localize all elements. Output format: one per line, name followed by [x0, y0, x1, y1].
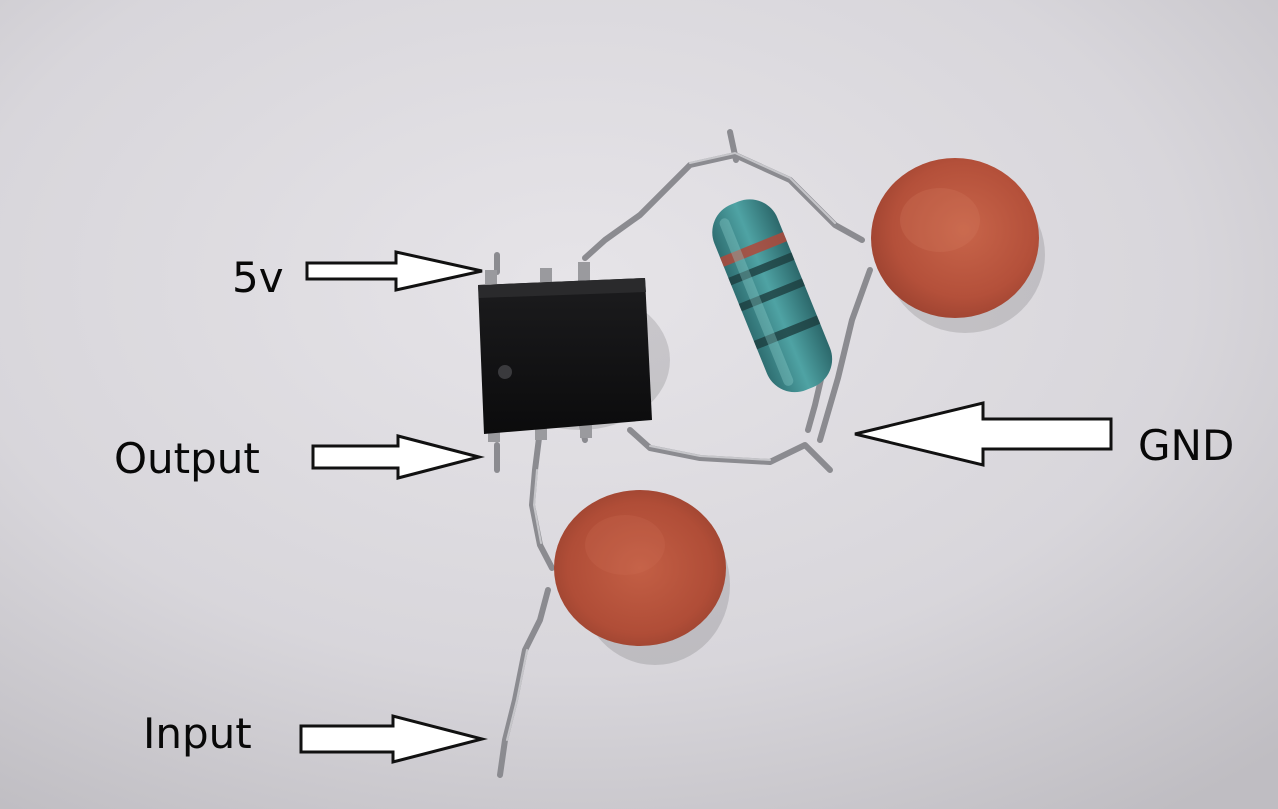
arrow-icon — [299, 250, 1113, 764]
label-5v: 5v — [232, 253, 284, 302]
lead-highlights — [506, 151, 836, 741]
ic-chip — [478, 262, 652, 442]
resistor — [712, 199, 833, 393]
label-gnd: GND — [1138, 421, 1235, 470]
label-output: Output — [114, 434, 260, 483]
ceramic-capacitor-top — [871, 158, 1039, 318]
solder-leads — [494, 129, 873, 778]
label-input: Input — [143, 709, 252, 758]
ceramic-capacitor-bottom — [554, 490, 726, 646]
